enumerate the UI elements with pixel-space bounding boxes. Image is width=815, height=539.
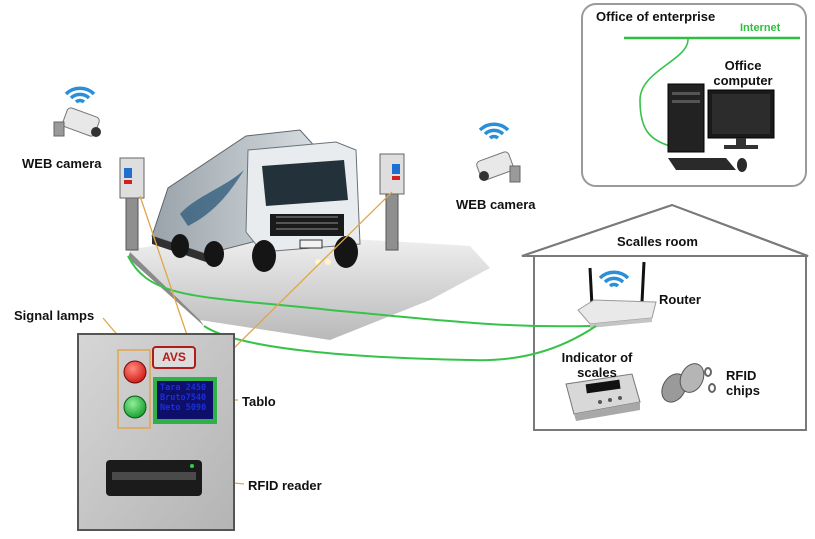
- scale-indicator-icon: [565, 373, 641, 421]
- computer-icon: [667, 83, 775, 172]
- tablo-label: Tablo: [242, 394, 276, 409]
- rfid-post-right: [379, 153, 405, 251]
- scales-room-label: Scalles room: [617, 234, 698, 249]
- indicator-label-line2: scales: [577, 365, 617, 380]
- security-camera-icon: [53, 107, 101, 137]
- rfid-reader-label: RFID reader: [248, 478, 322, 493]
- rfid-chips-label: RFID chips: [726, 368, 760, 398]
- rfid-tag-icon: [661, 363, 716, 403]
- router-icon: [577, 261, 657, 328]
- wifi-icon: [478, 122, 510, 140]
- office-computer-label: Office computer: [701, 58, 785, 88]
- rfid-post-left: [119, 157, 145, 251]
- office-computer-line1: Office: [724, 58, 762, 73]
- wifi-icon: [64, 86, 96, 104]
- rfid-chips-line1: RFID: [726, 368, 757, 383]
- internet-label: Internet: [740, 22, 781, 34]
- web-camera-label-left: WEB camera: [22, 156, 102, 171]
- truck-icon: [151, 129, 361, 272]
- tablo-line-bruto: Bruto7540: [160, 393, 207, 403]
- router-label: Router: [659, 292, 701, 307]
- rfid-reader-icon: [106, 460, 202, 496]
- avs-brand-badge: AVS: [152, 346, 196, 369]
- network-cables: [127, 255, 597, 362]
- signal-lamps-label: Signal lamps: [14, 308, 95, 323]
- office-computer-line2: computer: [713, 73, 773, 88]
- tablo-display: Tara 2450 Bruto7540 Neto 5090: [153, 377, 217, 424]
- tablo-screen: Tara 2450 Bruto7540 Neto 5090: [157, 381, 213, 419]
- indicator-label-line1: Indicator of: [561, 350, 633, 365]
- security-camera-icon: [476, 151, 521, 183]
- wifi-icon: [598, 270, 630, 288]
- rfid-chips-line2: chips: [726, 383, 760, 398]
- indicator-label: Indicator of scales: [549, 350, 645, 380]
- office-title: Office of enterprise: [596, 9, 716, 24]
- signal-lamp-icon: [123, 395, 147, 419]
- signal-lamp-icon: [123, 360, 147, 384]
- web-camera-label-right: WEB camera: [456, 197, 536, 212]
- tablo-line-neto: Neto 5090: [160, 403, 207, 413]
- tablo-line-tara: Tara 2450: [160, 383, 207, 393]
